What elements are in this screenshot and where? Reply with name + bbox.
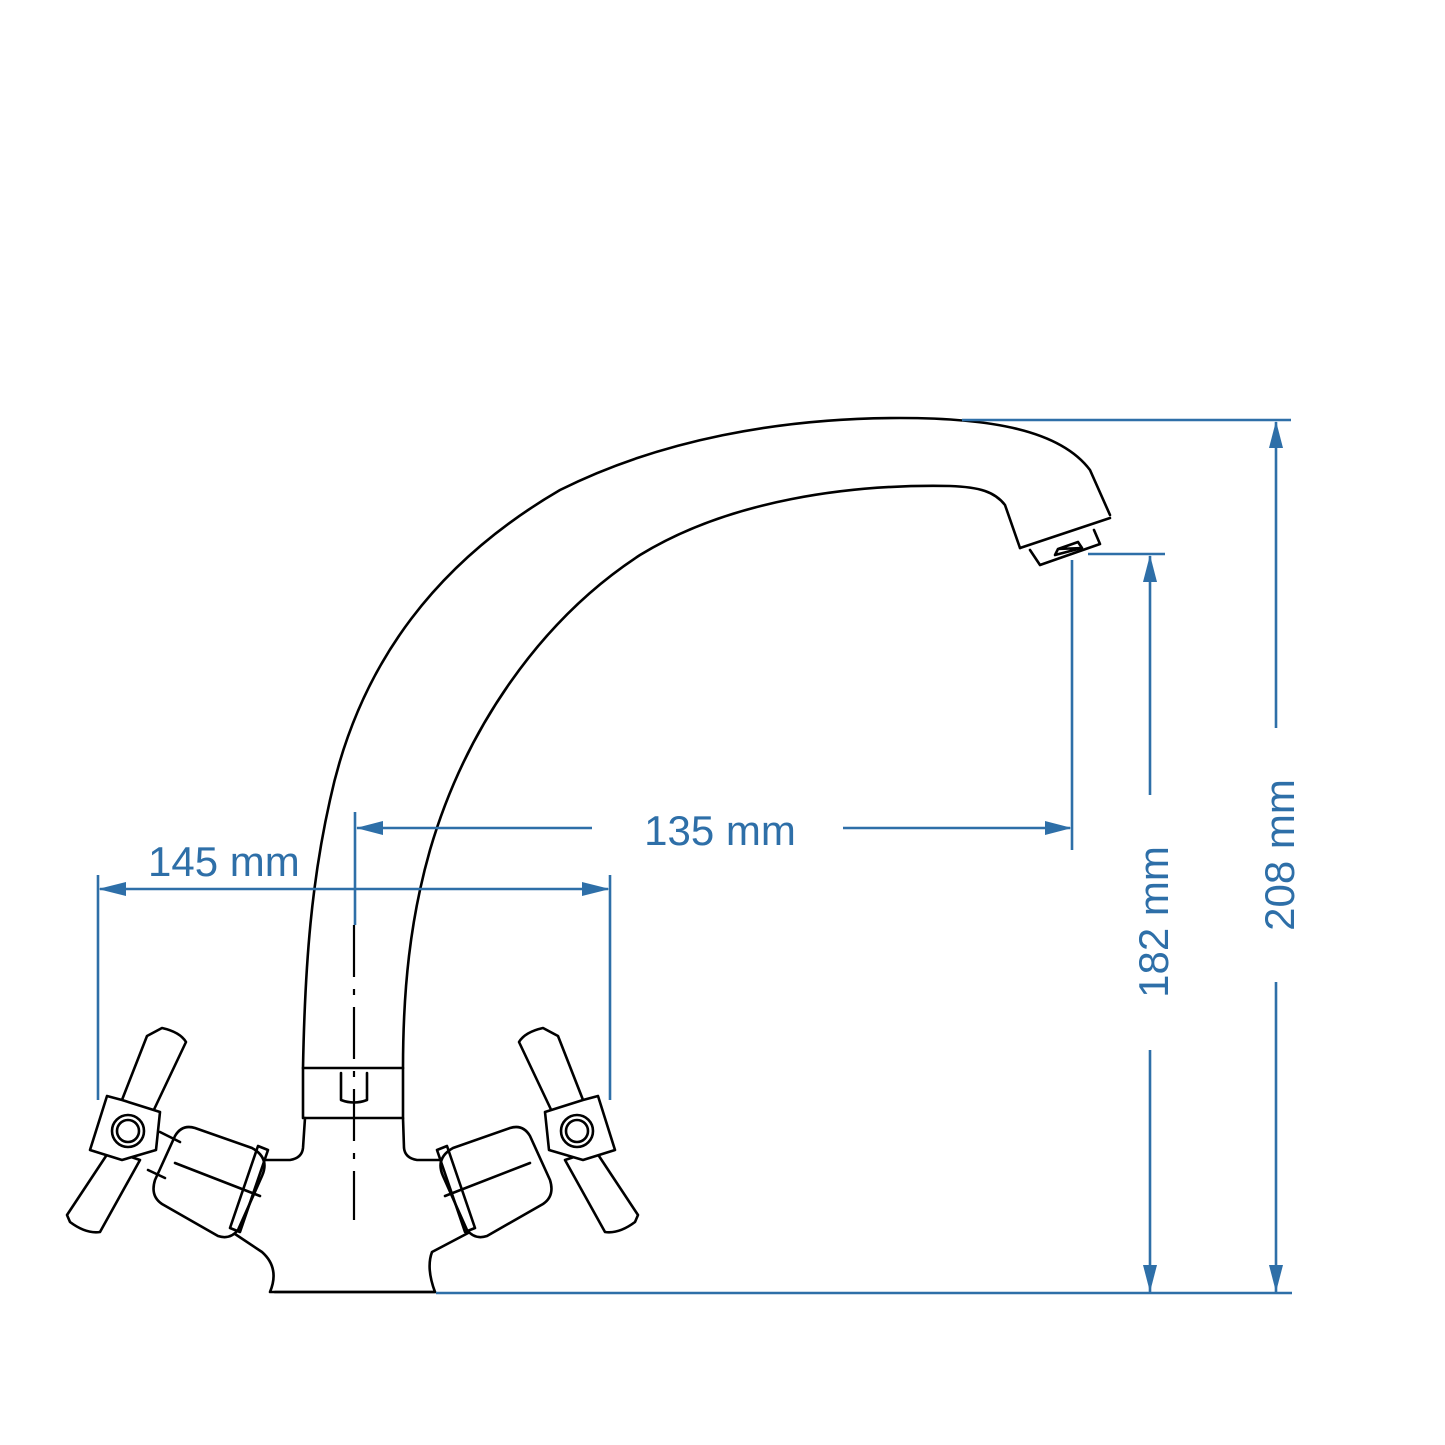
left-valve-axis — [173, 1161, 262, 1198]
dimension-handle-span: 145 mm — [96, 838, 612, 1100]
spout-nose — [1018, 516, 1112, 550]
arrow-left-icon — [98, 882, 126, 896]
right-valve-axis — [443, 1161, 532, 1198]
arrow-right-icon — [582, 882, 610, 896]
dimension-annotations: 145 mm 135 mm 182 mm 2 — [96, 418, 1303, 1295]
right-handle-upper-arm — [517, 1026, 587, 1120]
left-handle-cap-inner — [115, 1118, 141, 1144]
arrow-up-icon — [1269, 421, 1283, 448]
faucet — [65, 416, 1112, 1294]
dimension-spout-reach: 135 mm — [353, 560, 1074, 925]
arrow-down-icon — [1269, 1265, 1283, 1292]
right-valve — [435, 1026, 640, 1239]
faucet-base — [230, 1230, 472, 1294]
dimension-total-height: 208 mm — [962, 418, 1303, 1292]
total-height-label: 208 mm — [1256, 779, 1303, 931]
right-valve-housing — [439, 1125, 553, 1239]
spout-reach-label: 135 mm — [644, 807, 796, 854]
left-valve-stem — [146, 1130, 182, 1180]
aerator — [1028, 528, 1102, 567]
arrow-left-icon — [356, 821, 383, 835]
spout-inner-edge — [401, 484, 1022, 1070]
left-handle-upper-arm — [118, 1026, 188, 1120]
right-valve-ring — [435, 1144, 477, 1234]
spout-outer-edge — [301, 416, 1112, 1070]
right-handle-cap-inner — [564, 1118, 590, 1144]
arrow-right-icon — [1045, 821, 1072, 835]
left-handle-lower-arm — [65, 1148, 142, 1234]
handle-span-label: 145 mm — [148, 838, 300, 885]
arrow-up-icon — [1143, 555, 1157, 582]
faucet-body — [258, 1116, 442, 1162]
outlet-height-label: 182 mm — [1130, 846, 1177, 998]
left-valve — [65, 1026, 270, 1239]
right-handle-lower-arm — [563, 1148, 640, 1234]
left-valve-ring — [228, 1144, 270, 1234]
aerator-insert — [1053, 540, 1084, 557]
left-valve-housing — [152, 1125, 266, 1239]
dimension-outlet-height: 182 mm — [1088, 552, 1177, 1292]
arrow-down-icon — [1143, 1265, 1157, 1292]
